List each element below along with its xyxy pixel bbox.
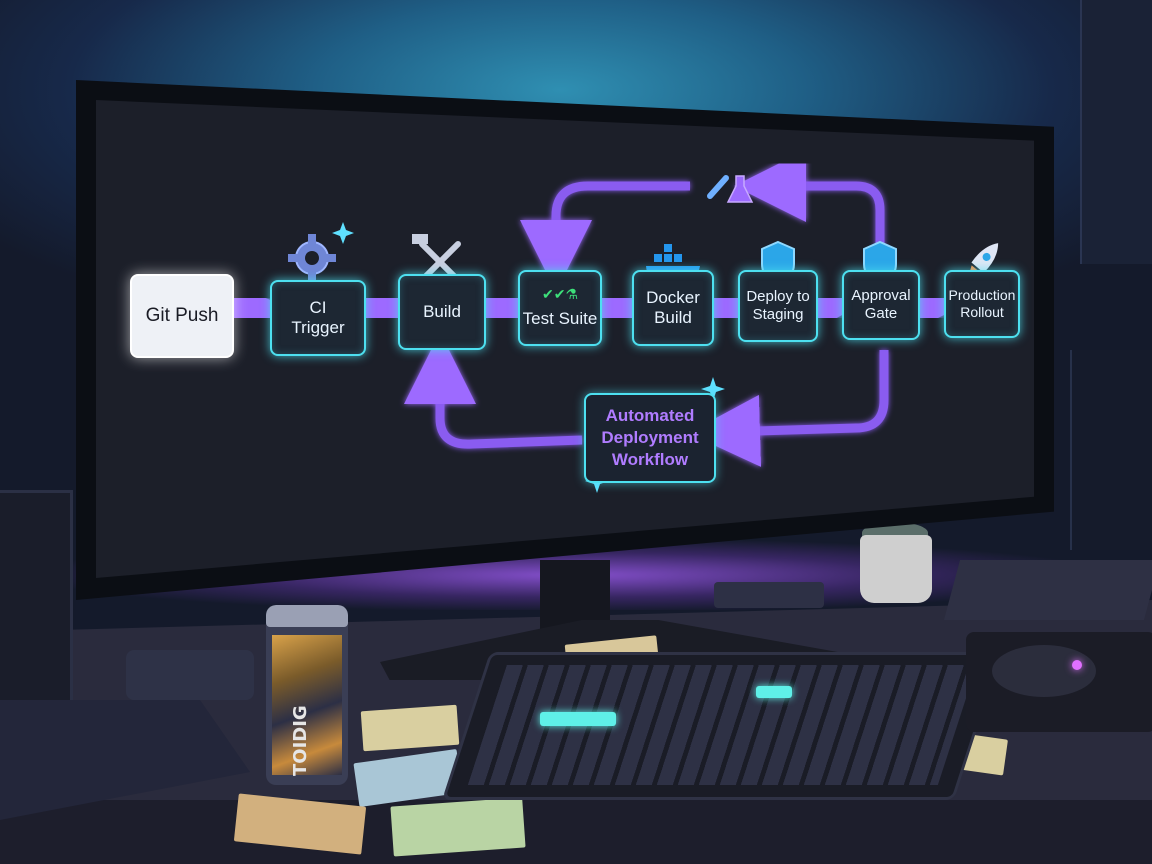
bottom-loop-right bbox=[688, 350, 889, 467]
can-artwork bbox=[272, 635, 342, 775]
sparkle-icon bbox=[701, 377, 725, 401]
step-label: Build bbox=[423, 301, 461, 321]
arrow-6 bbox=[802, 271, 868, 336]
can-lid bbox=[266, 605, 348, 627]
workflow-title: Automated Deployment Workflow bbox=[601, 405, 699, 470]
usb-hub bbox=[714, 582, 824, 608]
gaming-mouse bbox=[992, 645, 1096, 697]
plant-pot bbox=[860, 535, 932, 603]
step-label: Approval Gate bbox=[851, 287, 911, 322]
arrow-1 bbox=[227, 282, 294, 347]
step-label: Test Suite bbox=[522, 309, 598, 329]
bottom-loop-arrow bbox=[404, 332, 889, 467]
top-loop-right bbox=[734, 150, 885, 260]
top-loop-arrow bbox=[520, 150, 885, 292]
step-git-push: Git Push bbox=[130, 274, 234, 358]
step-build: Build bbox=[398, 274, 486, 350]
step-production-rollout: Production Rollout bbox=[944, 270, 1020, 338]
step-deploy-staging: Deploy to Staging bbox=[738, 270, 818, 342]
mouse-led bbox=[1072, 660, 1082, 670]
speaker bbox=[1070, 350, 1152, 550]
bottom-loop-left bbox=[404, 332, 583, 449]
step-ci-trigger: CI Trigger bbox=[270, 280, 366, 356]
arrow-5 bbox=[700, 273, 766, 338]
arrow-4 bbox=[589, 277, 656, 341]
workflow-title-box: Automated Deployment Workflow bbox=[584, 393, 716, 483]
keyboard-key-glow bbox=[540, 712, 616, 726]
check-flask-icon: ✔✔⚗ bbox=[541, 286, 578, 303]
step-label: Production Rollout bbox=[948, 287, 1016, 320]
step-label: Deploy to Staging bbox=[746, 288, 810, 323]
monitor-stand-neck bbox=[540, 560, 610, 630]
step-label: Git Push bbox=[145, 304, 219, 326]
desk-front-edge bbox=[0, 800, 1152, 864]
step-label: CI Trigger bbox=[291, 297, 345, 337]
step-test-suite: ✔✔⚗ Test Suite bbox=[518, 270, 602, 346]
top-loop-left bbox=[520, 181, 690, 292]
forward-arrows bbox=[227, 270, 970, 347]
wrench-flask-icon bbox=[707, 175, 754, 203]
keyboard-key-glow bbox=[756, 686, 792, 698]
arrow-2 bbox=[357, 280, 424, 345]
wall-shelf bbox=[1080, 0, 1152, 264]
sparkle-icon bbox=[332, 222, 354, 244]
router-box bbox=[126, 650, 254, 700]
step-label: Docker Build bbox=[646, 287, 700, 327]
step-approval-gate: Approval Gate bbox=[842, 270, 920, 340]
gear-icon bbox=[288, 234, 336, 282]
step-docker-build: Docker Build bbox=[632, 270, 714, 346]
energy-drink-can bbox=[266, 605, 348, 785]
laptop-left-screen bbox=[0, 490, 73, 726]
